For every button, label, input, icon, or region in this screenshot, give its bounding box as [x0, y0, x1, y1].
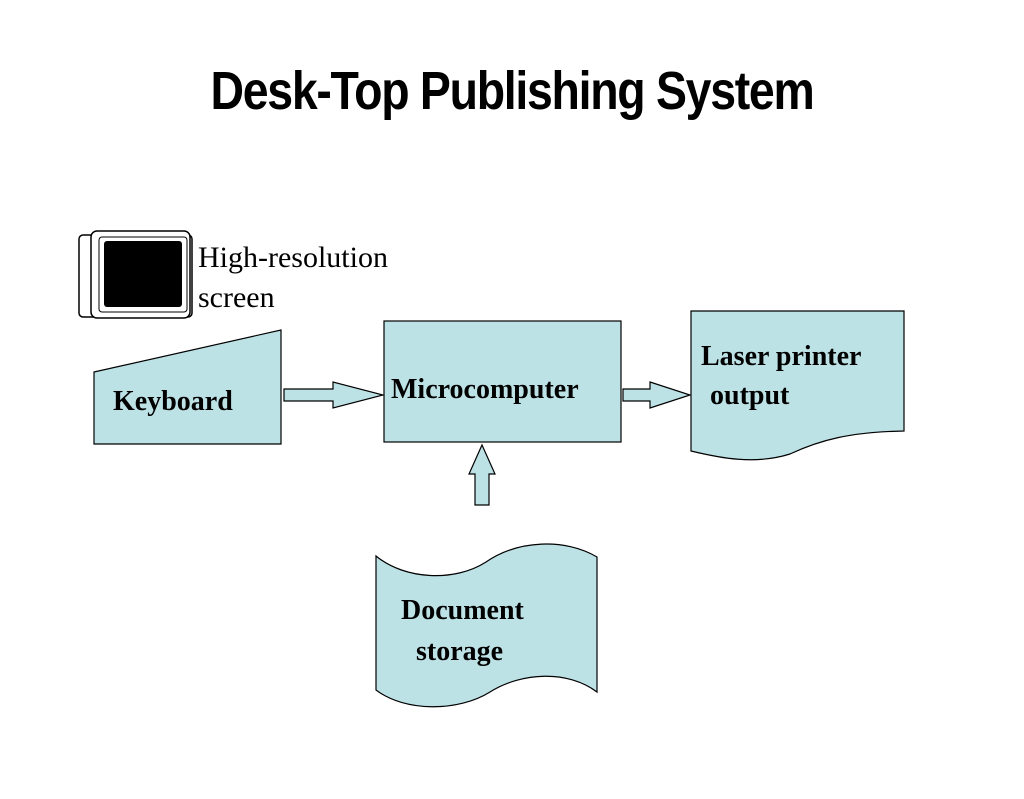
printer-label-line1: Laser printer — [701, 341, 861, 372]
monitor-screen — [104, 241, 182, 307]
storage-label-line1: Document — [401, 595, 525, 626]
arrow-microcomputer-to-printer — [622, 381, 692, 409]
arrow-storage-to-microcomputer — [468, 443, 496, 506]
monitor-icon — [78, 230, 193, 319]
document-storage-node — [375, 543, 598, 708]
microcomputer-node — [383, 320, 622, 443]
screen-label-line2: screen — [198, 281, 275, 314]
keyboard-node — [93, 329, 282, 445]
storage-label-line2: storage — [416, 636, 503, 667]
arrow-keyboard-to-microcomputer — [283, 381, 386, 409]
keyboard-label: Keyboard — [113, 386, 233, 417]
microcomputer-label: Microcomputer — [391, 374, 579, 405]
printer-output-node — [690, 310, 905, 461]
printer-label-line2: output — [710, 380, 790, 411]
screen-label-line1: High-resolution — [198, 241, 388, 274]
slide-title: Desk-Top Publishing System — [210, 61, 815, 121]
